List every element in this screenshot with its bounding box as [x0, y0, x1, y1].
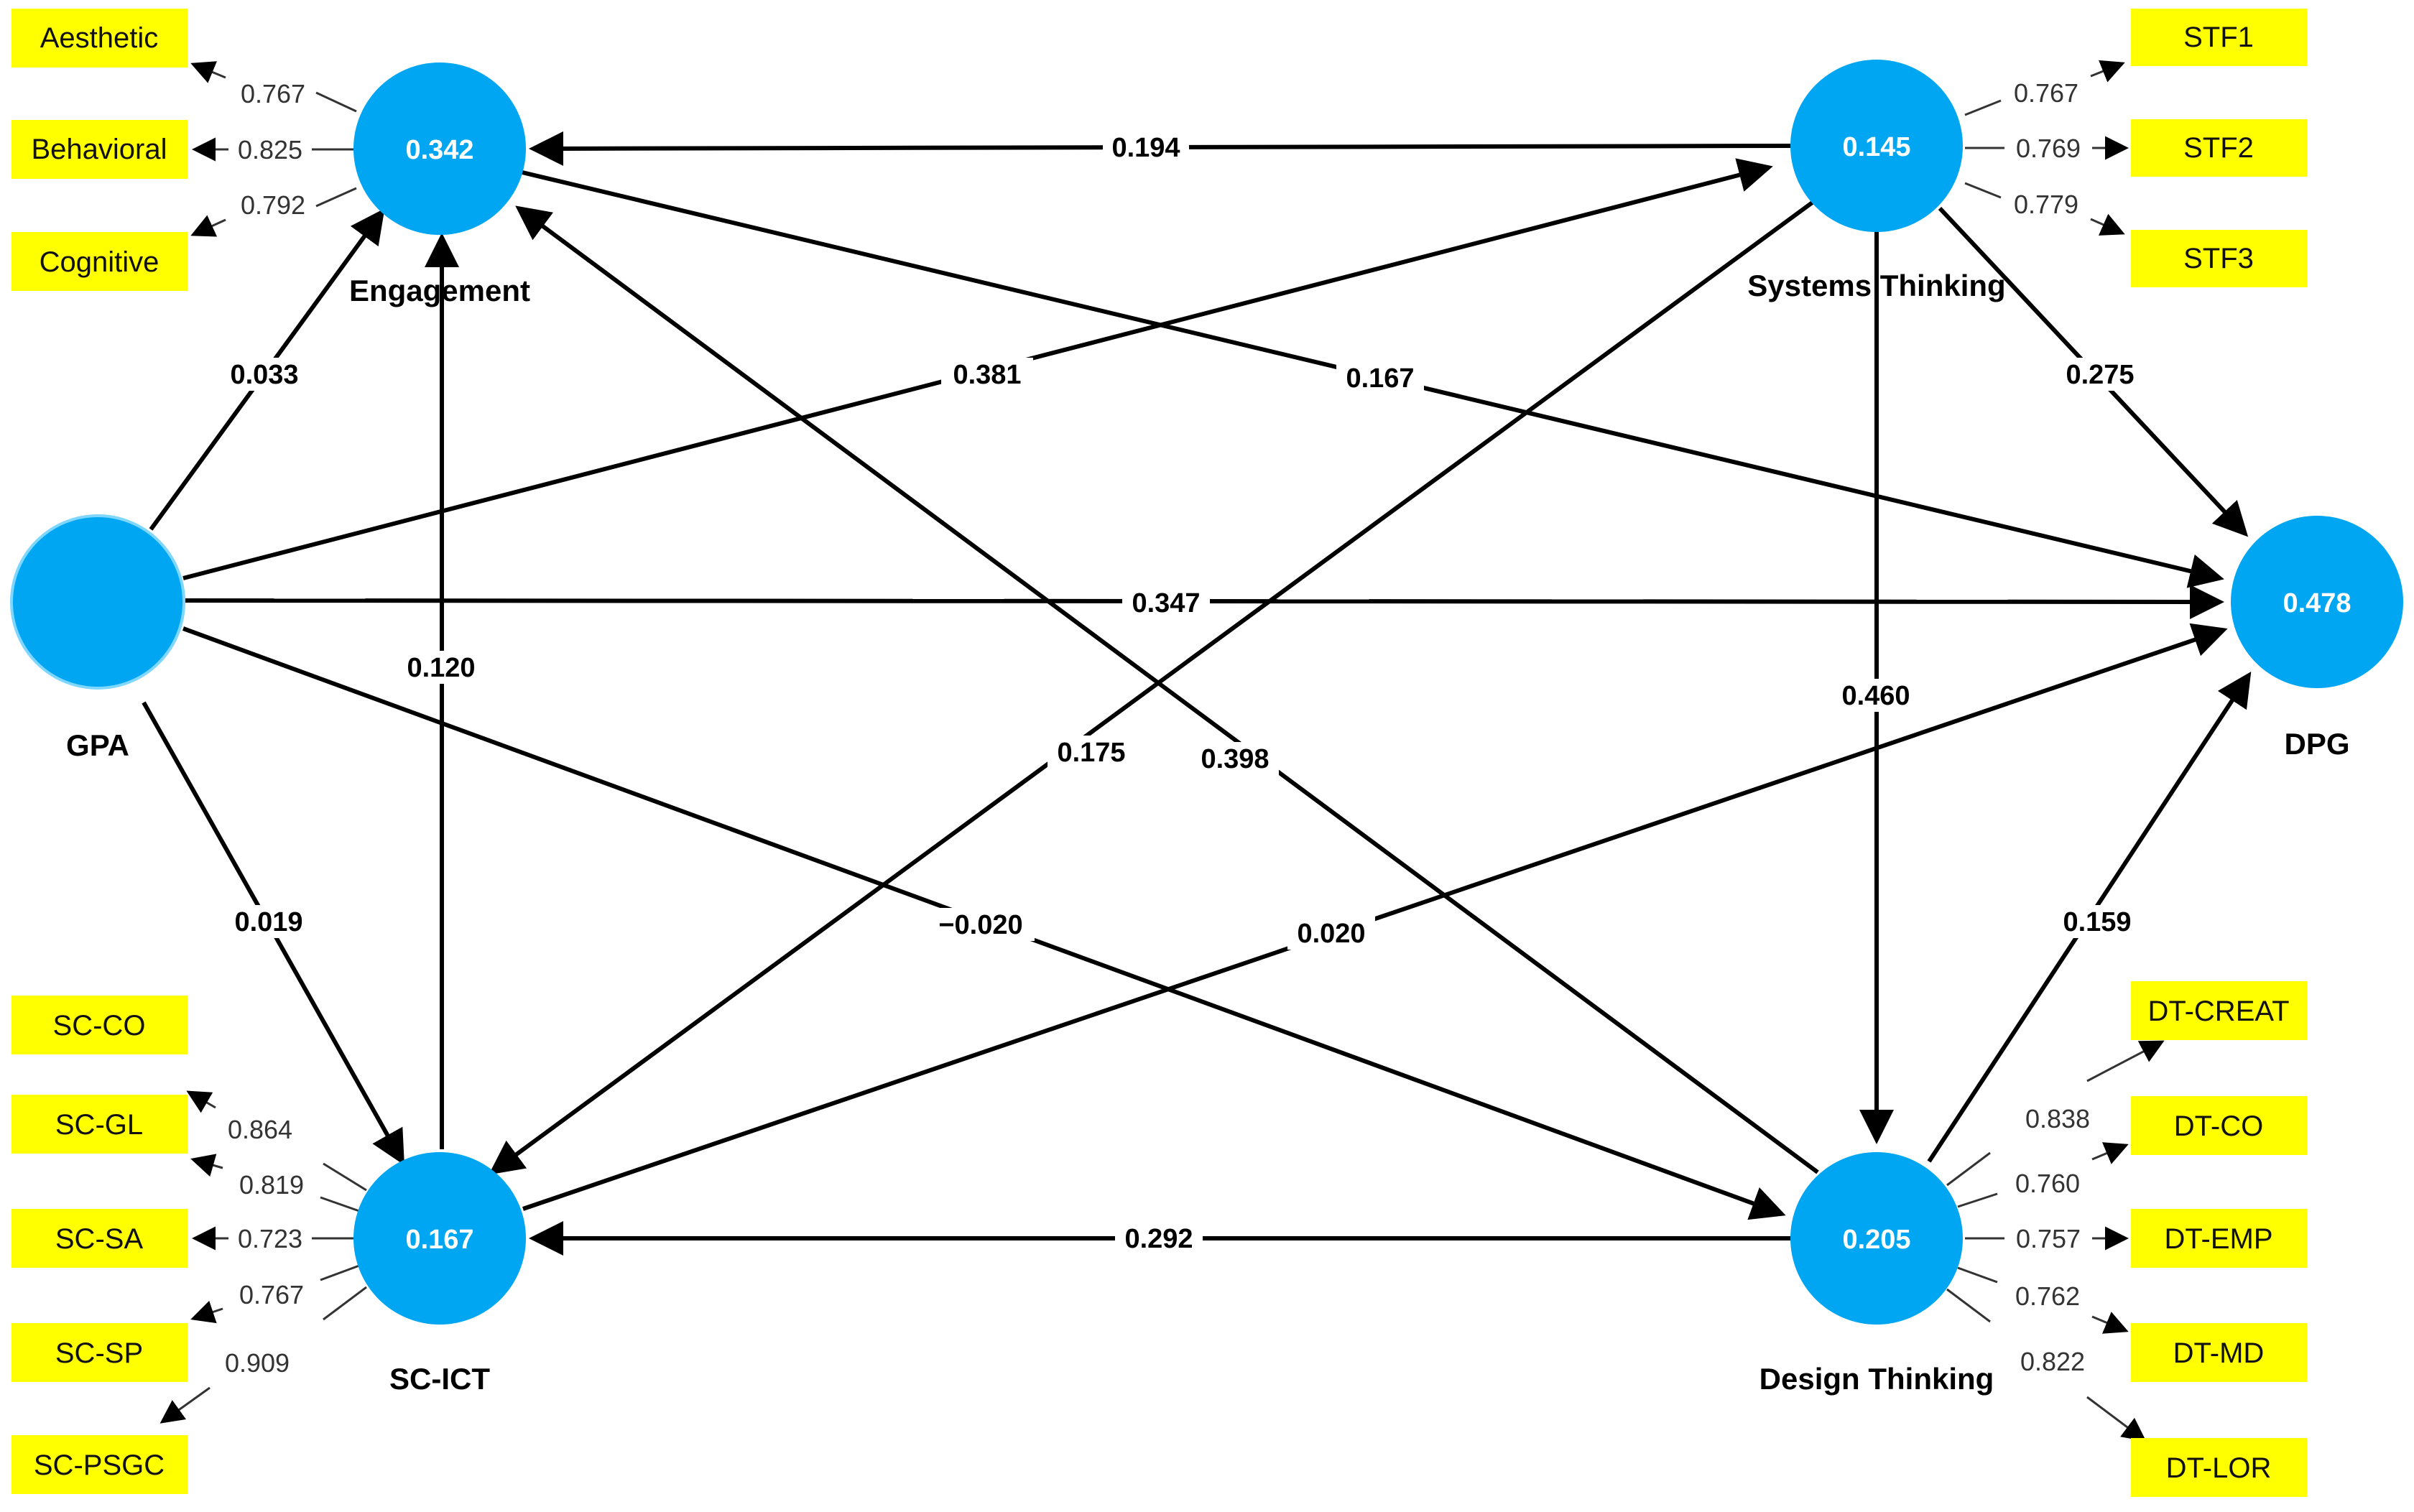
coef-systems-to-dpg: 0.275	[2066, 360, 2134, 390]
indicator-stf3-label: STF3	[2183, 243, 2254, 274]
coef-systems-to-scict: 0.175	[1057, 738, 1125, 768]
path-coefficients: 0.194 0.033 0.381 0.167 0.275 0.347 0.12…	[221, 131, 2144, 1255]
loading-cognitive: 0.792	[241, 190, 305, 220]
loading-dt-emp: 0.757	[2016, 1224, 2081, 1253]
design-thinking-label: Design Thinking	[1759, 1362, 1994, 1396]
loading-sc-sa: 0.723	[238, 1224, 302, 1253]
gpa-circle	[10, 514, 185, 690]
coef-gpa-to-design: −0.020	[938, 910, 1022, 940]
design-thinking-circle	[1790, 1152, 1963, 1325]
systems-thinking-label: Systems Thinking	[1747, 269, 2005, 302]
indicator-aesthetic	[11, 9, 188, 68]
indicator-dt-md	[2131, 1323, 2307, 1382]
indicator-aesthetic-label: Aesthetic	[40, 22, 159, 54]
loading-sc-sp: 0.767	[239, 1280, 304, 1309]
indicator-sc-sa-label: SC-SA	[55, 1223, 144, 1255]
indicator-sc-gl	[11, 1095, 188, 1154]
loading-stf2: 0.769	[2016, 134, 2081, 163]
indicator-sc-psgc-label: SC-PSGC	[34, 1450, 165, 1481]
engagement-circle	[353, 62, 526, 235]
coef-gpa-to-scict: 0.019	[234, 907, 302, 937]
loading-stf3: 0.779	[2014, 190, 2078, 219]
loading-dt-co: 0.760	[2015, 1169, 2080, 1198]
construct-gpa: GPA	[10, 514, 185, 762]
loading-dt-md: 0.762	[2015, 1281, 2080, 1311]
coef-design-to-scict: 0.292	[1124, 1224, 1193, 1254]
coef-systems-to-design: 0.460	[1841, 681, 1910, 711]
engagement-label: Engagement	[349, 274, 530, 307]
dpg-r2: 0.478	[2283, 588, 2351, 618]
sc-ict-circle	[353, 1152, 526, 1325]
indicator-sc-psgc	[11, 1435, 188, 1494]
loading-sc-psgc: 0.909	[225, 1348, 290, 1378]
indicator-sc-co	[11, 996, 188, 1054]
design-thinking-indicators: 0.838 0.760 0.757 0.762 0.822 DT-CREAT D…	[1946, 981, 2307, 1497]
systems-thinking-indicators: 0.767 0.769 0.779 STF1 STF2 STF3	[1964, 9, 2307, 287]
coef-gpa-to-systems: 0.381	[953, 360, 1021, 390]
construct-dpg: 0.478 DPG	[2231, 516, 2403, 761]
indicator-dt-creat-label: DT-CREAT	[2147, 996, 2289, 1027]
indicator-sc-co-label: SC-CO	[53, 1010, 146, 1042]
sc-ict-label: SC-ICT	[389, 1362, 490, 1396]
coef-gpa-to-engagement: 0.033	[230, 360, 298, 390]
dpg-circle	[2231, 516, 2403, 688]
indicator-dt-emp	[2131, 1209, 2307, 1268]
indicator-stf2	[2131, 119, 2307, 177]
indicator-dt-creat	[2131, 981, 2307, 1040]
construct-design-thinking: 0.205 Design Thinking	[1759, 1152, 1994, 1396]
coef-engagement-to-dpg: 0.167	[1346, 363, 1414, 394]
loading-dt-lor: 0.822	[2020, 1347, 2085, 1376]
gpa-label: GPA	[66, 728, 129, 762]
dpg-label: DPG	[2284, 727, 2349, 761]
systems-thinking-circle	[1790, 60, 1963, 232]
coef-scict-to-engagement: 0.120	[407, 653, 475, 683]
indicator-dt-emp-label: DT-EMP	[2164, 1223, 2272, 1255]
indicator-dt-co	[2131, 1096, 2307, 1155]
indicator-stf1-label: STF1	[2183, 22, 2254, 53]
loading-sc-gl: 0.819	[239, 1170, 304, 1200]
path-systems-to-scict	[489, 195, 1821, 1175]
indicator-dt-co-label: DT-CO	[2174, 1110, 2263, 1142]
indicator-stf1	[2131, 9, 2307, 66]
engagement-indicators: 0.767 0.825 0.792 Aesthetic Behavioral C…	[11, 9, 357, 291]
construct-sc-ict: 0.167 SC-ICT	[353, 1152, 526, 1396]
indicator-sc-sa	[11, 1209, 188, 1268]
systems-thinking-r2: 0.145	[1842, 132, 1910, 162]
indicator-behavioral	[11, 120, 188, 179]
sc-ict-r2: 0.167	[405, 1225, 473, 1255]
indicator-cognitive	[11, 232, 188, 291]
indicator-sc-gl-label: SC-GL	[55, 1109, 143, 1141]
construct-systems-thinking: 0.145 Systems Thinking	[1747, 60, 2006, 302]
indicator-behavioral-label: Behavioral	[31, 134, 167, 165]
coef-design-to-dpg: 0.159	[2063, 907, 2131, 937]
loading-dt-creat: 0.838	[2025, 1104, 2090, 1133]
construct-engagement: 0.342 Engagement	[349, 62, 530, 307]
indicator-cognitive-label: Cognitive	[40, 246, 159, 278]
indicator-dt-md-label: DT-MD	[2173, 1337, 2265, 1369]
indicator-sc-sp-label: SC-SP	[55, 1337, 143, 1369]
path-design-to-engagement	[515, 205, 1819, 1174]
coef-systems-to-engagement: 0.194	[1111, 133, 1180, 163]
coef-gpa-to-dpg: 0.347	[1132, 588, 1200, 618]
loading-aesthetic: 0.767	[241, 79, 305, 108]
indicator-dt-lor	[2131, 1438, 2307, 1497]
loading-behavioral: 0.825	[238, 135, 302, 164]
indicator-dt-lor-label: DT-LOR	[2166, 1452, 2272, 1484]
loading-sc-co: 0.864	[228, 1115, 292, 1144]
indicator-sc-sp	[11, 1323, 188, 1382]
coef-design-to-engagement: 0.398	[1201, 744, 1269, 774]
sc-ict-indicators: 0.864 0.819 0.723 0.767 0.909 SC-CO SC-G…	[11, 996, 367, 1494]
coef-scict-to-dpg: 0.020	[1297, 919, 1365, 949]
loading-stf1: 0.767	[2014, 78, 2078, 108]
indicator-stf2-label: STF2	[2183, 132, 2254, 164]
structural-paths	[142, 131, 2252, 1256]
indicator-stf3	[2131, 230, 2307, 287]
engagement-r2: 0.342	[405, 135, 473, 165]
design-thinking-r2: 0.205	[1842, 1225, 1910, 1255]
